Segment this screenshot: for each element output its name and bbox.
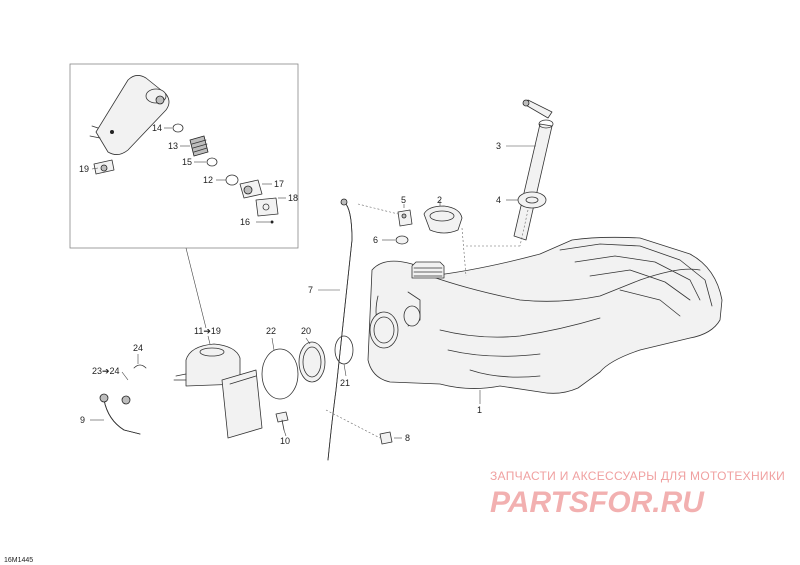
o-ring-14 (172, 123, 184, 133)
connector-17 (239, 179, 263, 199)
drawing-code: 16M1445 (4, 557, 33, 564)
clamp-22 (261, 348, 299, 400)
o-ring-15 (206, 157, 218, 167)
vent-hose-7 (327, 198, 353, 461)
fuel-cap (423, 205, 463, 234)
filter-13 (189, 135, 209, 157)
watermark-text: ЗАПЧАСТИ И АКСЕССУАРЫ ДЛЯ МОТОТЕХНИКИ (490, 469, 785, 483)
callout-13: 13 (168, 141, 178, 151)
o-ring-21 (334, 335, 354, 365)
clip-8 (379, 431, 393, 445)
callout-20: 20 (301, 326, 311, 336)
callout-1: 1 (477, 405, 482, 415)
callout-7: 7 (308, 285, 313, 295)
o-ring-12 (225, 174, 239, 186)
callout-18: 18 (288, 193, 298, 203)
callout-6: 6 (373, 235, 378, 245)
vent-valve-5 (397, 209, 413, 227)
callout-11-19: 11➔19 (194, 326, 221, 336)
callout-8: 8 (405, 433, 410, 443)
callout-17: 17 (274, 179, 284, 189)
callout-9: 9 (80, 415, 85, 425)
callout-5: 5 (401, 195, 406, 205)
callout-14: 14 (152, 123, 162, 133)
sensor-19-detail (93, 159, 115, 175)
grommet-4 (517, 191, 547, 209)
callout-15: 15 (182, 157, 192, 167)
callout-23-24: 23➔24 (92, 366, 120, 376)
fuel-pump-housing-detail (89, 75, 170, 155)
fuel-gauge-tube (513, 99, 554, 241)
callout-3: 3 (496, 141, 501, 151)
clip-24 (133, 364, 147, 369)
callout-4: 4 (496, 195, 501, 205)
fuel-tank (367, 236, 723, 394)
callout-22: 22 (266, 326, 276, 336)
hose-9 (99, 393, 141, 435)
bolt-10 (275, 411, 289, 431)
callout-10: 10 (280, 436, 290, 446)
callout-2: 2 (437, 195, 442, 205)
detail-inset-box (69, 63, 299, 249)
fuel-pump-module (173, 343, 263, 439)
callout-19: 19 (79, 164, 89, 174)
watermark-logo: PARTSFOR.RU (490, 486, 705, 519)
callout-21: 21 (340, 378, 350, 388)
bracket-18 (255, 197, 279, 217)
callout-12: 12 (203, 175, 213, 185)
callout-16: 16 (240, 217, 250, 227)
seal-6 (395, 235, 409, 245)
lock-ring-20 (298, 341, 326, 383)
callout-24: 24 (133, 343, 143, 353)
